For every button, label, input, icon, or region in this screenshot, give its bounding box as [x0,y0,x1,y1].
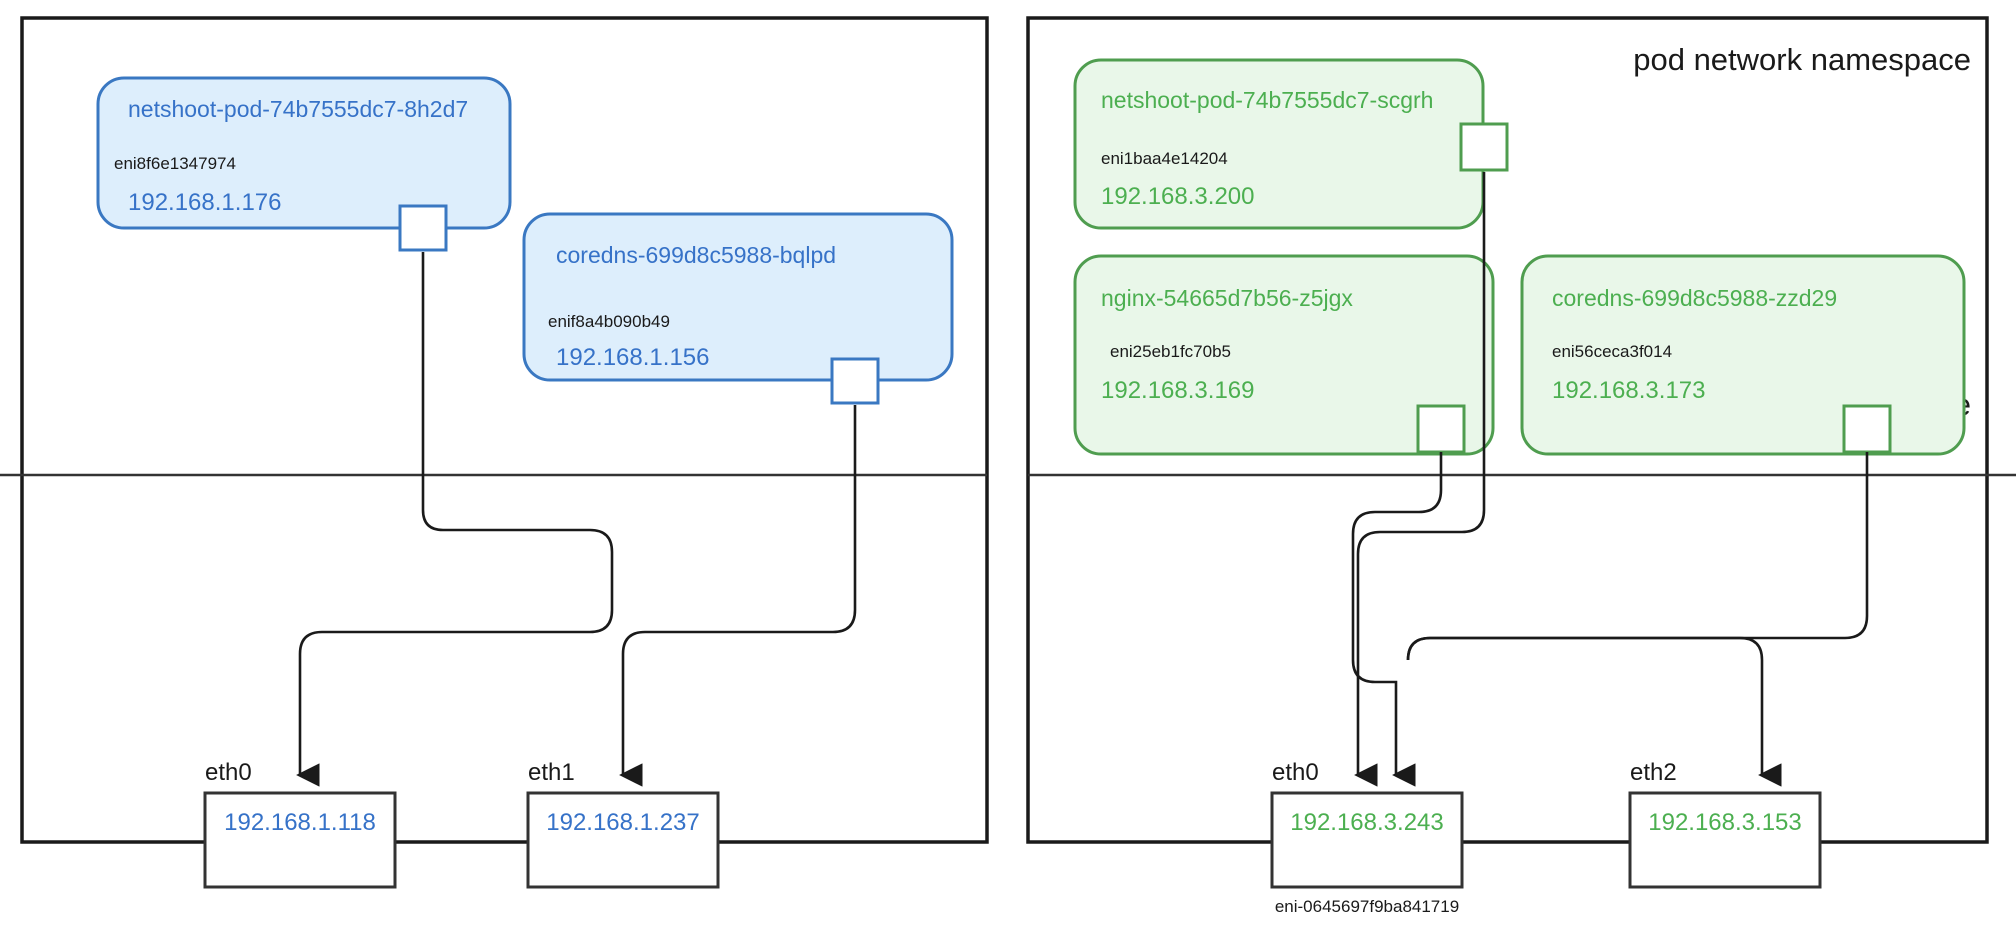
pod-name: nginx-54665d7b56-z5jgx [1101,285,1353,311]
interface-ip: 192.168.3.153 [1648,809,1801,836]
pod-eni: eni25eb1fc70b5 [1110,342,1231,361]
interface-box [526,791,720,889]
interface-ip: 192.168.1.237 [546,809,699,836]
pod-name: netshoot-pod-74b7555dc7-8h2d7 [128,96,468,122]
interface-box [1628,791,1822,889]
interface-ip: 192.168.1.118 [224,809,376,836]
pod-ip: 192.168.3.200 [1101,183,1254,210]
interface-label-right-1: eth2 [1630,759,1677,786]
pod-name: coredns-699d8c5988-zzd29 [1552,285,1837,311]
pod-eni: eni8f6e1347974 [114,154,236,173]
pod-card-left-0[interactable]: netshoot-pod-74b7555dc7-8h2d7 eni8f6e134… [96,76,512,230]
veth-link-right-2-main [1406,452,1869,661]
eni-footnote: eni-0645697f9ba841719 [1275,897,1459,916]
interface-right-1[interactable]: 192.168.3.153 [1628,791,1822,889]
pod-name: coredns-699d8c5988-bqlpd [556,242,836,268]
pod-eni: enif8a4b090b49 [548,312,670,331]
pod-eni: eni1baa4e14204 [1101,149,1228,168]
pod-card-right-1[interactable]: nginx-54665d7b56-z5jgx eni25eb1fc70b5 19… [1073,254,1495,456]
veth-link-right-2 [1408,452,1867,700]
interface-ip: 192.168.3.243 [1290,809,1443,836]
pod-card-right-2[interactable]: coredns-699d8c5988-zzd29 eni56ceca3f014 … [1520,254,1966,456]
interface-label-right-0: eth0 [1272,759,1319,786]
pod-name: netshoot-pod-74b7555dc7-scgrh [1101,87,1433,113]
pod-card-background [96,76,512,230]
veth-port-left-0[interactable] [398,204,448,252]
pod-card-background [1073,254,1495,456]
veth-link-right-2-tail [1406,636,1782,787]
pod-card-left-1[interactable]: coredns-699d8c5988-bqlpd enif8a4b090b49 … [522,212,954,382]
pod-ip: 192.168.3.173 [1552,377,1705,404]
veth-port-right-0[interactable] [1459,122,1509,172]
interface-label-left-0: eth0 [205,759,252,786]
interface-left-1[interactable]: 192.168.1.237 [526,791,720,889]
interface-right-0[interactable]: 192.168.3.243 [1270,791,1464,889]
veth-link-right-1 [1351,452,1443,787]
veth-link-left-0 [296,252,614,787]
interface-label-left-1: eth1 [528,759,575,786]
veth-port-right-1[interactable] [1416,404,1466,454]
left-namespace-panel [20,16,989,844]
pod-ip: 192.168.1.176 [128,189,281,216]
pod-ip: 192.168.1.156 [556,344,709,371]
pod-card-background [522,212,954,382]
interface-left-0[interactable]: 192.168.1.118 [203,791,397,889]
pod-ip: 192.168.3.169 [1101,377,1254,404]
veth-port-left-1[interactable] [830,357,880,405]
veth-link-right-0 [1354,172,1486,787]
pod-card-right-0[interactable]: netshoot-pod-74b7555dc7-scgrh eni1baa4e1… [1073,58,1485,230]
veth-port-right-2[interactable] [1842,404,1892,454]
interface-box [1270,791,1464,889]
right-namespace-panel [1026,16,1989,844]
interface-box [203,791,397,889]
veth-link-left-1 [619,405,857,787]
pod-namespace-label: pod network namespace [1633,42,1971,77]
pod-eni: eni56ceca3f014 [1552,342,1672,361]
